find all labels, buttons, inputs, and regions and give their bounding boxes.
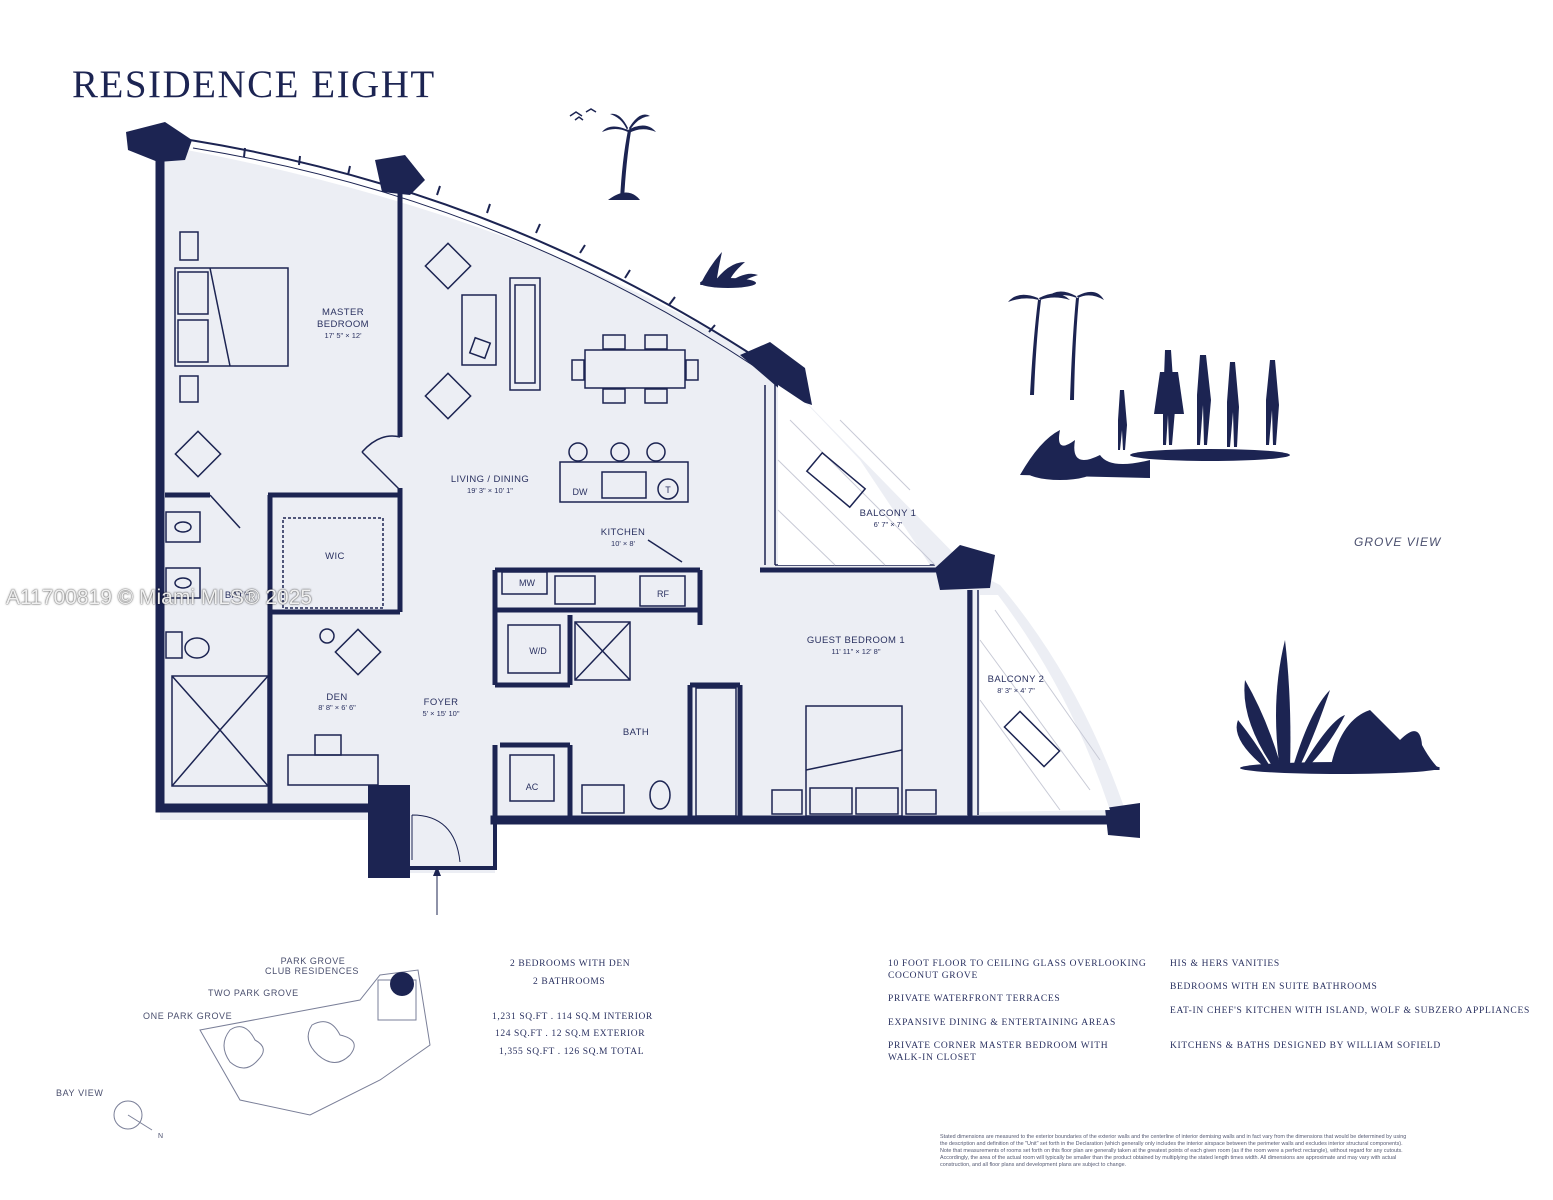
room-label-balcony2: BALCONY 2 xyxy=(988,674,1045,685)
room-label-living: LIVING / DINING xyxy=(451,474,529,485)
spec-bathrooms: 2 BATHROOMS xyxy=(533,977,606,987)
disclaimer-text: Stated dimensions are measured to the ex… xyxy=(940,1134,1407,1168)
guest-bed xyxy=(771,705,937,817)
window-mullions xyxy=(243,147,716,333)
room-label-balcony1: BALCONY 1 xyxy=(860,508,917,519)
page-title: RESIDENCE EIGHT xyxy=(72,63,436,106)
north-indicator: N xyxy=(158,1133,163,1140)
room-label-master-bath: BATH xyxy=(225,590,251,601)
master-bed xyxy=(174,231,289,478)
interior-walls xyxy=(165,188,973,820)
room-label-bath: BATH xyxy=(623,727,649,738)
palm-tree-illustration xyxy=(569,108,656,200)
site-label-two-park-grove: TWO PARK GROVE xyxy=(208,988,299,998)
feature-kitchen: EAT-IN CHEF'S KITCHEN WITH ISLAND, WOLF … xyxy=(1170,1006,1530,1016)
room-label-master-2: BEDROOM xyxy=(317,319,369,330)
room-dim-foyer: 5' × 15' 10" xyxy=(422,709,459,718)
den-furniture xyxy=(287,628,382,786)
room-label-wic: WIC xyxy=(325,551,345,562)
feature-vanities: HIS & HERS VANITIES xyxy=(1170,959,1280,969)
feature-glass: 10 FOOT FLOOR TO CEILING GLASS OVERLOOKI… xyxy=(888,959,1147,981)
label-microwave: MW xyxy=(519,578,535,588)
room-dim-guest: 11' 11" × 12' 8" xyxy=(832,647,881,656)
feature-en-suite: BEDROOMS WITH EN SUITE BATHROOMS xyxy=(1170,982,1378,992)
grove-view-label: GROVE VIEW xyxy=(1354,535,1442,549)
room-dim-den: 8' 8" × 6' 6" xyxy=(318,703,356,712)
label-refrigerator: RF xyxy=(657,589,669,599)
room-dim-balcony2: 8' 3" × 4' 7" xyxy=(997,686,1035,695)
structural-columns xyxy=(126,122,1140,878)
site-label-club-residences: CLUB RESIDENCES xyxy=(265,966,360,976)
feature-dining: EXPANSIVE DINING & ENTERTAINING AREAS xyxy=(888,1018,1116,1028)
spec-total: 1,355 SQ.FT . 126 SQ.M TOTAL xyxy=(499,1047,645,1057)
room-dim-living: 19' 3" × 10' 1" xyxy=(467,486,513,495)
room-dim-balcony1: 6' 7" × 7' xyxy=(874,520,903,529)
entry-walls xyxy=(410,818,497,870)
curved-glass-wall xyxy=(189,139,761,361)
site-label-one-park-grove: ONE PARK GROVE xyxy=(143,1011,233,1021)
label-washer-dryer: W/D xyxy=(529,646,547,656)
room-label-foyer: FOYER xyxy=(424,697,459,708)
site-label-park-grove: PARK GROVE xyxy=(280,956,346,966)
site-label-bay-view: BAY VIEW xyxy=(56,1088,104,1098)
room-label-guest: GUEST BEDROOM 1 xyxy=(807,635,905,646)
room-label-master: MASTER xyxy=(322,307,364,318)
grove-illustration xyxy=(1008,291,1290,480)
balcony-2 xyxy=(979,595,1110,812)
room-dim-kitchen: 10' × 8' xyxy=(611,539,635,548)
mls-watermark: A11700819 © Miami MLS® 2025 xyxy=(6,586,313,609)
room-label-den: DEN xyxy=(326,692,347,703)
room-label-kitchen: KITCHEN xyxy=(601,527,646,538)
entry-door xyxy=(411,814,461,863)
living-furniture xyxy=(361,242,699,491)
site-plan xyxy=(113,969,431,1131)
tropical-plant-illustration xyxy=(1236,640,1440,774)
feature-master: PRIVATE CORNER MASTER BEDROOM WITH WALK-… xyxy=(888,1041,1109,1063)
spec-bedrooms: 2 BEDROOMS WITH DEN xyxy=(510,959,631,969)
feature-terraces: PRIVATE WATERFRONT TERRACES xyxy=(888,994,1061,1004)
exterior-walls xyxy=(155,145,1113,825)
shrub-illustration xyxy=(700,252,758,288)
label-dishwasher: DW xyxy=(573,487,588,497)
label-ac: AC xyxy=(526,782,539,792)
feature-designer: KITCHENS & BATHS DESIGNED BY WILLIAM SOF… xyxy=(1170,1041,1441,1051)
label-trash: T xyxy=(665,485,671,495)
kitchen-island xyxy=(501,442,689,607)
balcony-1 xyxy=(777,385,936,566)
entry-floor xyxy=(405,815,495,873)
bath-fixtures xyxy=(165,494,737,817)
spec-exterior: 124 SQ.FT . 12 SQ.M EXTERIOR xyxy=(495,1029,646,1039)
spec-interior: 1,231 SQ.FT . 114 SQ.M INTERIOR xyxy=(492,1012,653,1022)
room-dim-master: 17' 5" × 12' xyxy=(324,331,362,340)
